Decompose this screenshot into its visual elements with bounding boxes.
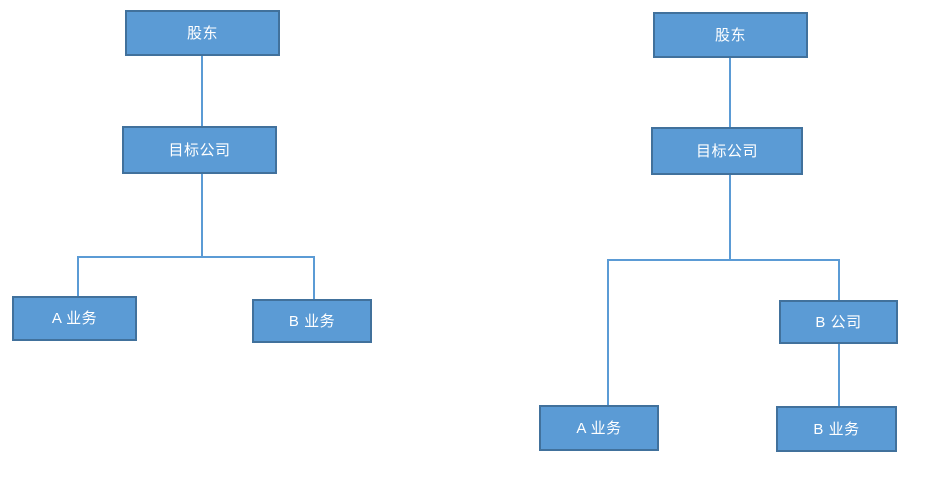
connector-bar-to-business-a	[607, 259, 609, 406]
node-shareholder[interactable]: 股东	[653, 12, 808, 58]
connector-shareholder-to-target	[729, 58, 731, 128]
connector-target-trunk-down	[729, 175, 731, 260]
connector-bar-to-company-b	[838, 259, 840, 302]
node-label: B 公司	[815, 313, 862, 331]
connector-bar-to-business-a	[77, 256, 79, 298]
node-company-b[interactable]: B 公司	[779, 300, 898, 344]
connector-shareholder-to-target	[201, 56, 203, 126]
connector-target-trunk-down	[201, 174, 203, 258]
connector-split-bar	[77, 256, 315, 258]
connector-company-b-to-business-b	[838, 344, 840, 407]
node-shareholder[interactable]: 股东	[125, 10, 280, 56]
node-business-a[interactable]: A 业务	[539, 405, 659, 451]
node-label: 目标公司	[695, 142, 758, 160]
node-target-company[interactable]: 目标公司	[651, 127, 803, 175]
connector-bar-to-business-b	[313, 256, 315, 301]
node-target-company[interactable]: 目标公司	[122, 126, 277, 174]
node-label: B 业务	[813, 420, 860, 438]
node-business-a[interactable]: A 业务	[12, 296, 137, 341]
node-business-b[interactable]: B 业务	[252, 299, 372, 343]
node-business-b[interactable]: B 业务	[776, 406, 897, 452]
connector-split-bar	[607, 259, 840, 261]
node-label: 股东	[714, 26, 746, 44]
node-label: A 业务	[576, 419, 622, 437]
node-label: 股东	[186, 24, 218, 42]
node-label: 目标公司	[168, 141, 231, 159]
node-label: B 业务	[288, 312, 336, 330]
node-label: A 业务	[51, 310, 98, 327]
